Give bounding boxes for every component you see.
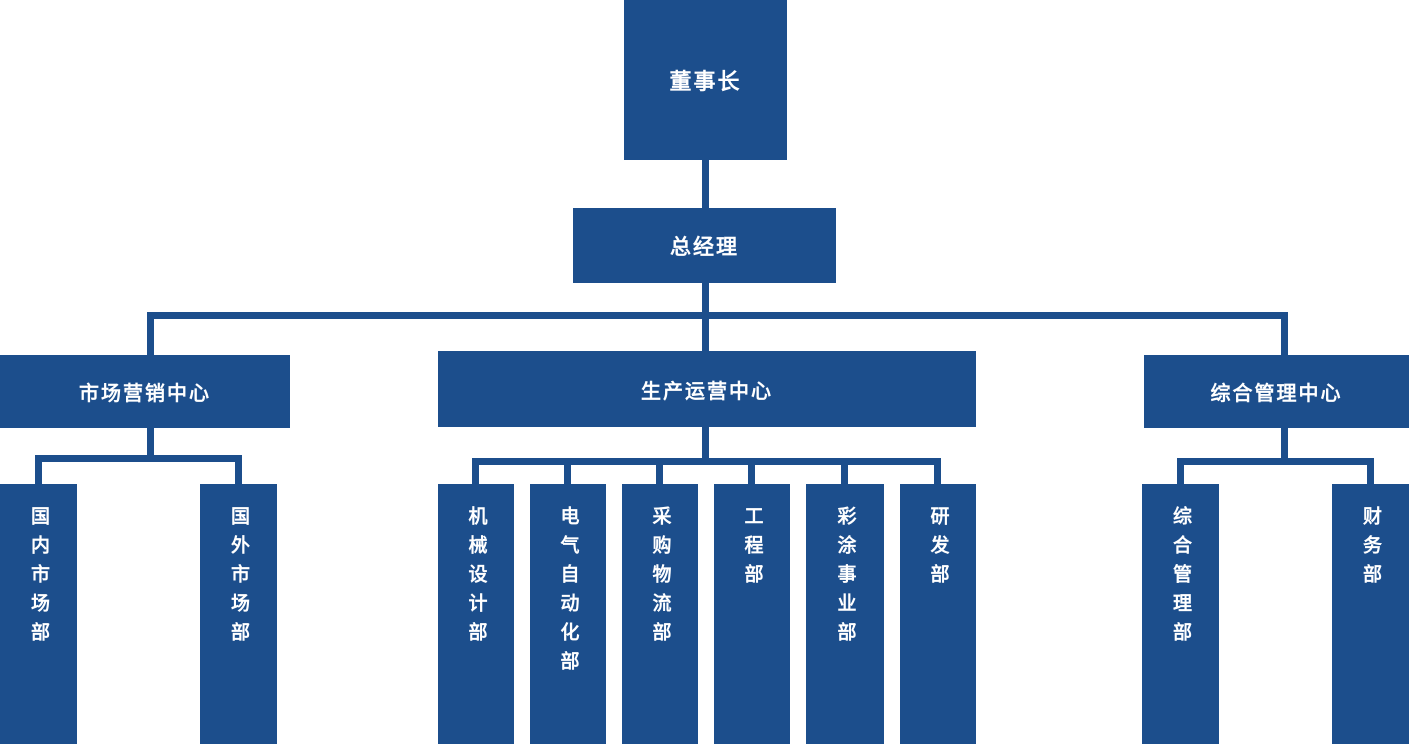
dept-label: 采购物流部 [649, 506, 671, 651]
dept-label: 财务部 [1360, 506, 1381, 593]
connector-drop-marketing [147, 312, 154, 355]
connector-gm-down [702, 283, 709, 319]
node-dept-rnd: 研发部 [900, 484, 976, 744]
connector-drop-dept [472, 458, 479, 484]
connector-drop-admin [1281, 312, 1288, 355]
connector-admin-down [1281, 428, 1288, 461]
connector-drop-dept [656, 458, 663, 484]
connector-drop-production [702, 319, 709, 351]
connector-main-horizontal [147, 312, 1288, 319]
connector-chairman-gm [702, 160, 709, 208]
connector-drop-dept [235, 455, 242, 484]
node-dept-domestic-market: 国内市场部 [0, 484, 77, 744]
dept-label: 国内市场部 [28, 506, 49, 651]
connector-drop-dept [35, 455, 42, 484]
node-dept-finance: 财务部 [1332, 484, 1409, 744]
node-dept-color-coating: 彩涂事业部 [806, 484, 884, 744]
connector-admin-horizontal [1177, 458, 1374, 465]
node-dept-purchasing-logistics: 采购物流部 [622, 484, 698, 744]
connector-drop-dept [1367, 458, 1374, 484]
connector-marketing-horizontal [35, 455, 242, 462]
node-dept-general-management: 综合管理部 [1142, 484, 1219, 744]
connector-drop-dept [1177, 458, 1184, 484]
dept-label: 电气自动化部 [557, 506, 579, 680]
dept-label: 机械设计部 [465, 506, 487, 651]
dept-label: 综合管理部 [1170, 506, 1191, 651]
node-chairman: 董事长 [624, 0, 787, 160]
node-dept-engineering: 工程部 [714, 484, 790, 744]
connector-drop-dept [934, 458, 941, 484]
node-dept-electrical-automation: 电气自动化部 [530, 484, 606, 744]
node-center-marketing: 市场营销中心 [0, 355, 290, 428]
dept-label: 国外市场部 [228, 506, 249, 651]
connector-marketing-down [147, 428, 154, 458]
node-general-manager: 总经理 [573, 208, 836, 283]
connector-drop-dept [841, 458, 848, 484]
node-dept-mechanical-design: 机械设计部 [438, 484, 514, 744]
node-center-production: 生产运营中心 [438, 351, 976, 427]
connector-drop-dept [564, 458, 571, 484]
connector-production-down [702, 427, 709, 461]
connector-production-horizontal [472, 458, 941, 465]
dept-label: 彩涂事业部 [834, 506, 856, 651]
connector-drop-dept [748, 458, 755, 484]
dept-label: 工程部 [741, 506, 763, 593]
node-dept-foreign-market: 国外市场部 [200, 484, 277, 744]
node-center-admin: 综合管理中心 [1144, 355, 1409, 428]
dept-label: 研发部 [927, 506, 949, 593]
